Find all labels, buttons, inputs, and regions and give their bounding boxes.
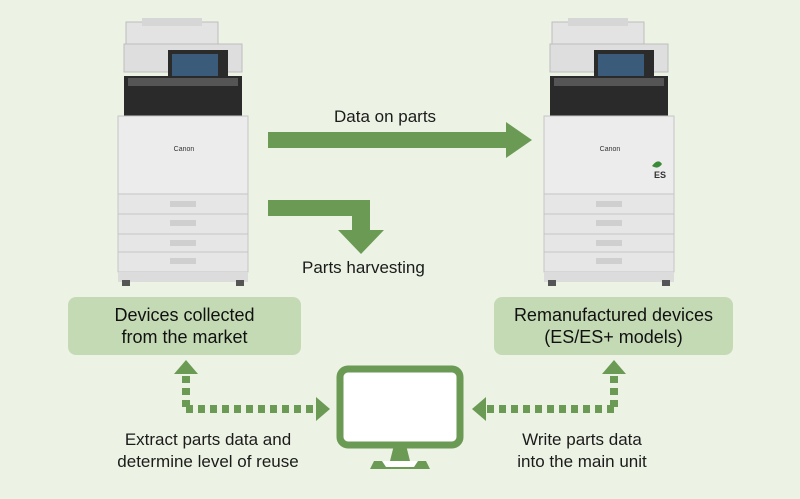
devices-collected-line1: Devices collected — [114, 305, 255, 325]
write-parts-label: Write parts data into the main unit — [482, 429, 682, 473]
extract-parts-line2: determine level of reuse — [117, 452, 299, 471]
right-copier-brand: Canon — [600, 146, 621, 153]
left-copier-brand: Canon — [174, 146, 195, 153]
left-dotted-arrow — [174, 360, 330, 421]
devices-collected-line2: from the market — [121, 327, 248, 347]
remanufactured-line2: (ES/ES+ models) — [544, 327, 683, 347]
right-dotted-arrow — [472, 360, 626, 421]
write-parts-line1: Write parts data — [522, 430, 642, 449]
data-on-parts-arrow — [268, 122, 532, 158]
left-copier-icon: Canon — [117, 18, 249, 286]
data-on-parts-label: Data on parts — [334, 107, 437, 126]
es-badge: ES — [654, 170, 666, 180]
extract-parts-label: Extract parts data and determine level o… — [88, 429, 328, 473]
right-copier-icon: Canon ES — [543, 18, 675, 286]
parts-harvesting-arrow — [268, 200, 384, 254]
remanufactured-devices-box: Remanufactured devices (ES/ES+ models) — [494, 297, 733, 355]
es-leaf-icon — [652, 161, 662, 168]
devices-collected-box: Devices collected from the market — [68, 297, 301, 355]
remanufactured-line1: Remanufactured devices — [513, 305, 714, 325]
monitor-icon — [336, 365, 464, 469]
parts-harvesting-label: Parts harvesting — [302, 258, 425, 277]
write-parts-line2: into the main unit — [517, 452, 647, 471]
extract-parts-line1: Extract parts data and — [124, 430, 292, 449]
